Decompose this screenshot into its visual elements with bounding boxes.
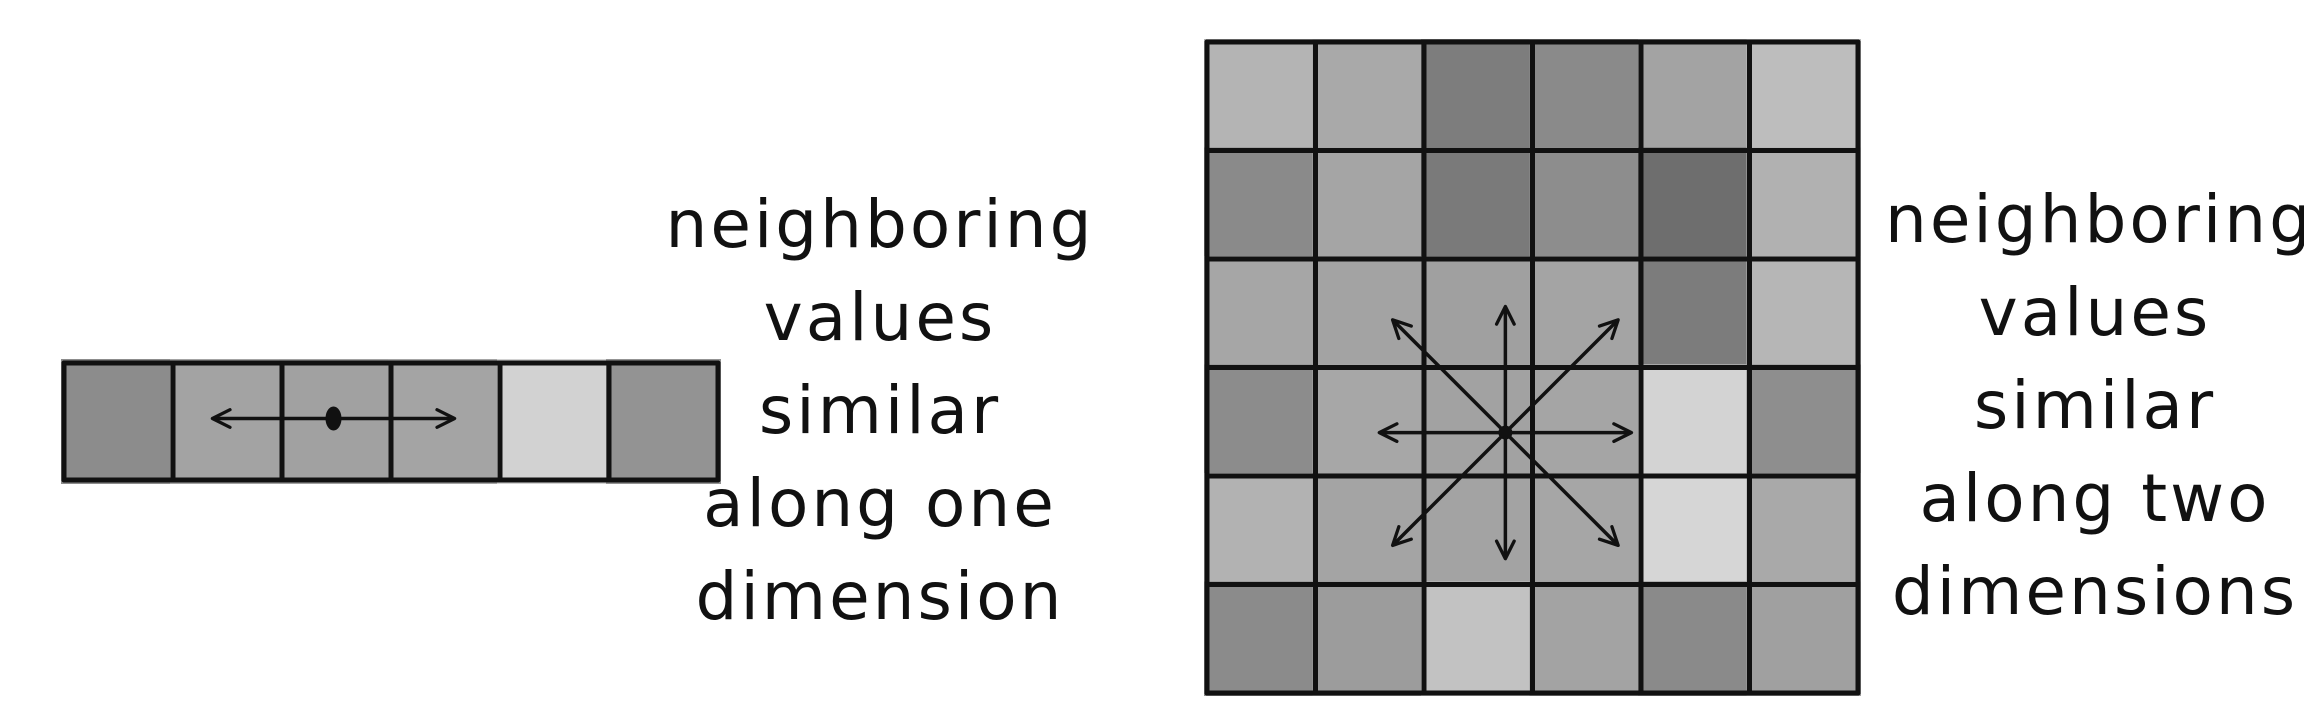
caption-line: dimension — [695, 558, 1065, 635]
two-dimensional-neighbor-arrows — [1377, 304, 1634, 561]
grid-cell — [497, 359, 612, 484]
grid-cell — [1312, 147, 1427, 262]
grid-cell — [1638, 364, 1753, 479]
grid-cell — [1312, 256, 1427, 371]
grid-cell — [1312, 364, 1427, 479]
grid-cell — [1421, 581, 1536, 696]
grid-cell — [1746, 147, 1861, 262]
grid-cell — [1638, 581, 1753, 696]
grid-cell — [1746, 473, 1861, 588]
grid-cell — [1421, 473, 1536, 588]
caption-line: neighboring — [665, 186, 1095, 263]
grid-cell — [1529, 364, 1644, 479]
caption-line: dimensions — [1891, 553, 2299, 630]
grid-cell — [1638, 473, 1753, 588]
grid-cell — [1204, 147, 1319, 262]
grid-cell — [1746, 364, 1861, 479]
grid-cell — [1421, 256, 1536, 371]
caption-line: values — [1978, 274, 2212, 351]
caption-line: similar — [758, 372, 1002, 449]
grid-cell — [1204, 256, 1319, 371]
grid-cell — [1529, 147, 1644, 262]
grid-cell — [1204, 581, 1319, 696]
grid-cell — [1746, 256, 1861, 371]
grid-cell — [1638, 39, 1753, 154]
one-dimensional-cells — [61, 359, 721, 484]
one-dimensional-grid-lines — [61, 360, 721, 483]
grid-cell — [1312, 39, 1427, 154]
grid-cell — [1529, 473, 1644, 588]
grid-cell — [170, 359, 285, 484]
grid-cell — [1746, 581, 1861, 696]
one-dimension-caption: neighboring values similar along one dim… — [665, 178, 1095, 643]
grid-cell — [1529, 39, 1644, 154]
two-dimensional-grid-lines — [1204, 39, 1861, 696]
grid-cell — [1312, 581, 1427, 696]
arrow-up-left — [1390, 318, 1508, 435]
caption-line: values — [763, 279, 997, 356]
center-point — [325, 406, 342, 431]
arrow-down-left — [1390, 430, 1508, 548]
caption-line: similar — [1973, 367, 2217, 444]
two-dimensional-cells — [1204, 39, 1861, 696]
grid-cell — [1421, 147, 1536, 262]
caption-line: neighboring — [1885, 181, 2304, 258]
grid-cell — [61, 359, 176, 484]
center-point — [1498, 425, 1513, 440]
grid-cell — [1529, 581, 1644, 696]
grid-cell — [388, 359, 503, 484]
two-dimension-caption: neighboring values similar along two dim… — [1885, 173, 2304, 638]
arrow-down-right — [1503, 430, 1620, 548]
caption-line: along one — [703, 465, 1057, 542]
grid-cell — [1204, 39, 1319, 154]
two-dimensional-grid — [1204, 39, 1861, 696]
grid-cell — [1421, 39, 1536, 154]
grid-cell — [1638, 256, 1753, 371]
one-dimensional-neighbor-arrows — [210, 406, 457, 431]
arrow-up-right — [1503, 318, 1620, 435]
grid-cell — [1746, 39, 1861, 154]
grid-cell — [1204, 473, 1319, 588]
caption-line: along two — [1919, 460, 2271, 537]
grid-cell — [1204, 364, 1319, 479]
one-dimensional-grid — [61, 359, 721, 484]
grid-cell — [1638, 147, 1753, 262]
grid-cell — [606, 359, 721, 484]
